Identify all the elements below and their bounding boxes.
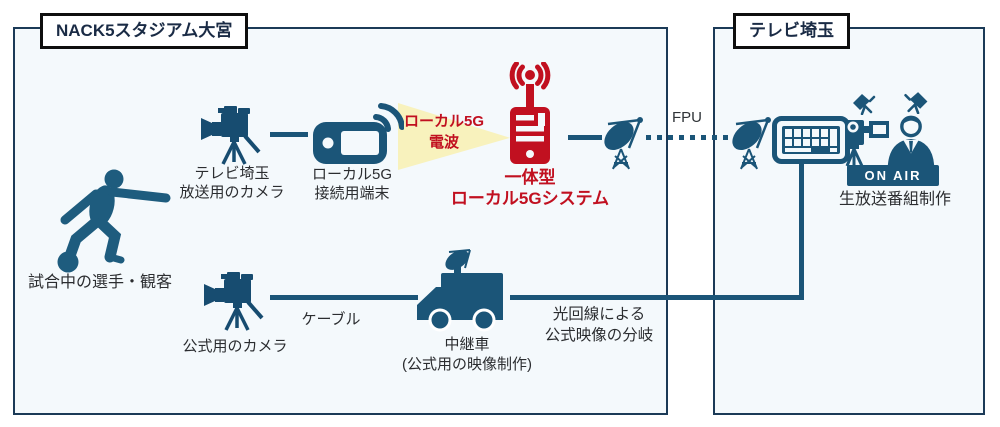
- local5g-terminal-icon: [313, 103, 404, 164]
- broadcast-camera-label: テレビ埼玉 放送用のカメラ: [179, 165, 285, 201]
- on-air-badge: ON AIR: [847, 165, 939, 186]
- optical-line-label: 光回線による 公式映像の分岐: [544, 306, 654, 344]
- tv-station-zone-title: テレビ埼玉: [733, 13, 850, 49]
- studio-light-icon: [853, 94, 876, 115]
- stadium-zone-title: NACK5スタジアム大宮: [40, 13, 249, 49]
- cable-label: ケーブル: [301, 311, 361, 328]
- satellite-dish-icon: [604, 117, 643, 170]
- studio-light-icon: [904, 92, 928, 114]
- stadium-zone-box: [13, 27, 668, 415]
- broadcast-camera-icon: [201, 106, 261, 165]
- fpu-label: FPU: [672, 109, 702, 126]
- player-label: 試合中の選手・観客: [27, 274, 172, 291]
- studio-camera-icon: [845, 120, 889, 167]
- production-label: 生放送番組制作: [838, 191, 951, 208]
- satellite-dish-receive-icon: [732, 117, 771, 170]
- local5g-system-label: 一体型 ローカル5Gシステム: [450, 168, 610, 208]
- relay-truck-label: 中継車 (公式用の映像制作): [402, 336, 532, 373]
- local5g-base-station-icon: [509, 62, 551, 164]
- tv-station-zone-box: [713, 27, 985, 415]
- soccer-player-icon: [57, 169, 171, 273]
- wifi-icon: [373, 114, 391, 132]
- official-camera-label: 公式用のカメラ: [182, 338, 288, 355]
- camera-to-terminal-line: [270, 132, 308, 137]
- relay-truck-icon: [417, 249, 503, 332]
- cable-line: [270, 295, 418, 300]
- announcer-icon: [887, 115, 935, 166]
- terminal-label: ローカル5G 接続用端末: [311, 166, 392, 202]
- radio-wave-label: ローカル5G 電波: [403, 113, 484, 151]
- optical-fiber-line: [510, 295, 804, 300]
- switcher-keyboard-icon: [772, 116, 850, 164]
- system-to-dish-line: [568, 135, 602, 140]
- official-camera-icon: [204, 272, 264, 331]
- switcher-drop-line: [799, 158, 804, 300]
- fpu-link-line: [646, 135, 732, 140]
